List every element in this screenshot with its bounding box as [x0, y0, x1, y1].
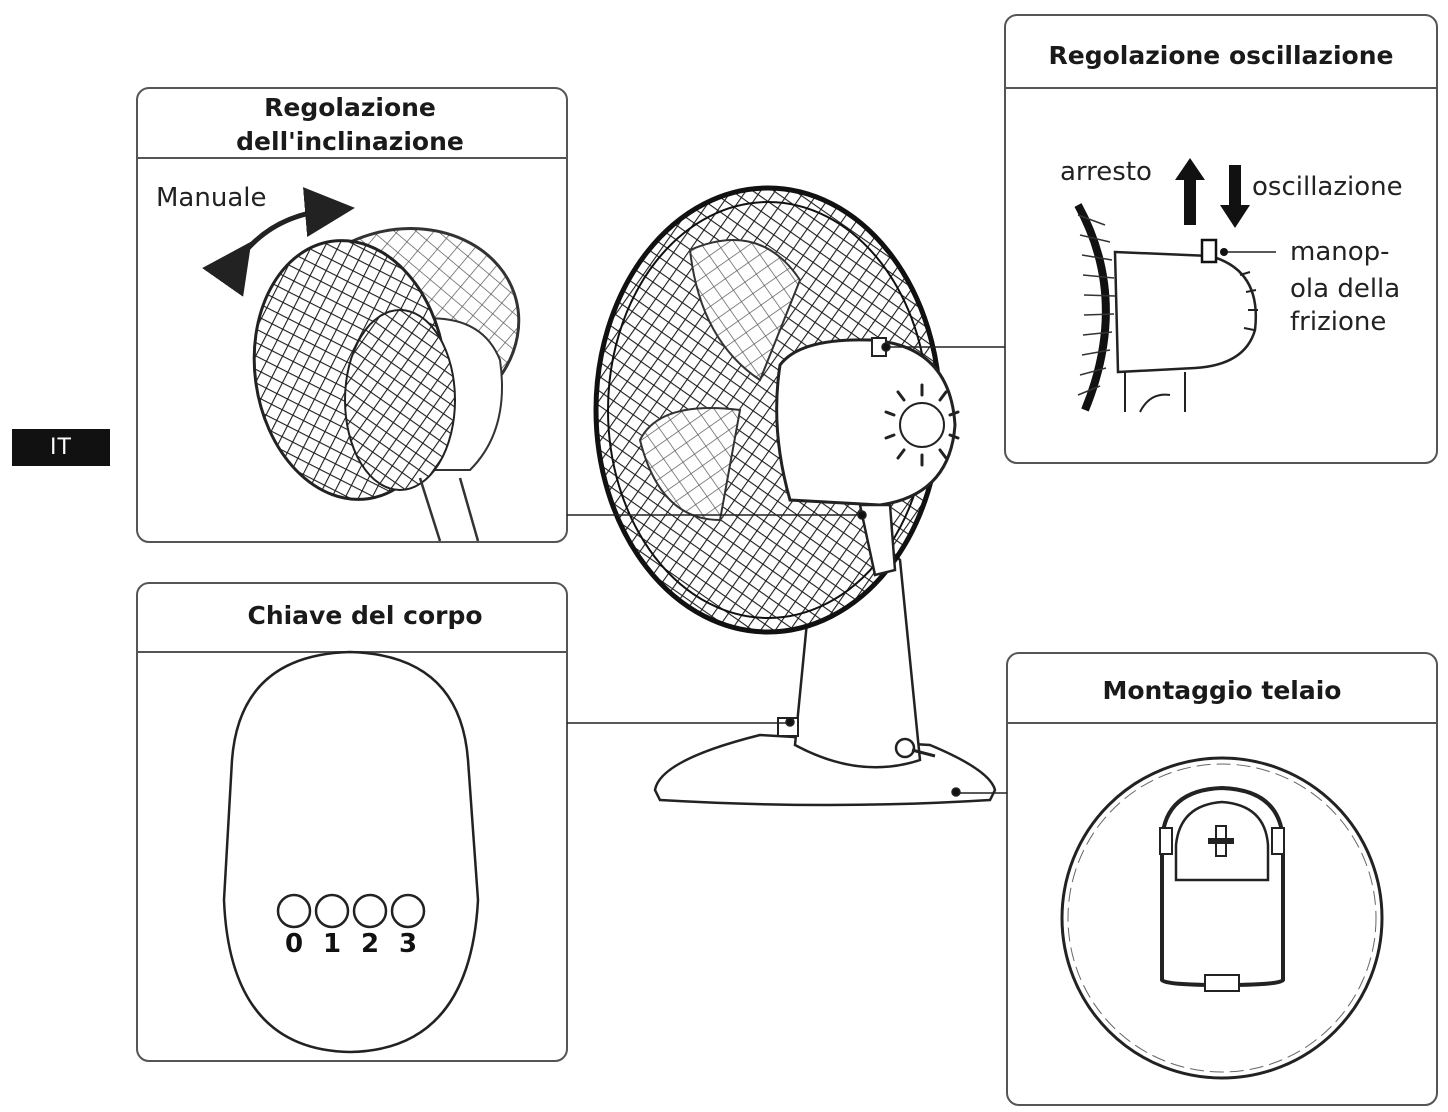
tilt-panel: Regolazione dell'inclinazione Manuale: [136, 87, 568, 543]
tilt-title-line1: Regolazione: [264, 93, 436, 122]
knob-label-line2: ola della: [1290, 274, 1400, 304]
oscillate-label: oscillazione: [1252, 172, 1403, 202]
speed-label-3: 3: [399, 929, 417, 959]
knob-label-line3: frizione: [1290, 307, 1386, 337]
speed-label-2: 2: [361, 929, 379, 959]
tilt-title-line2: dell'inclinazione: [236, 127, 464, 156]
stop-label: arresto: [1060, 157, 1152, 187]
speed-label-1: 1: [323, 929, 341, 959]
knob-label-line1: manop-: [1290, 237, 1390, 267]
language-tab: IT: [12, 429, 110, 466]
speed-button-3[interactable]: [390, 893, 426, 929]
speed-label-0: 0: [285, 929, 303, 959]
arrow-down-icon: [1220, 165, 1250, 228]
oscillation-title: Regolazione oscillazione: [1049, 41, 1394, 70]
arrow-up-icon: [1175, 158, 1205, 225]
speed-button-2[interactable]: [352, 893, 388, 929]
oscillation-panel: Regolazione oscillazione arresto oscilla…: [1004, 14, 1438, 464]
curved-double-arrow-icon: [202, 187, 355, 297]
body-key-title: Chiave del corpo: [247, 601, 482, 630]
frame-panel: Montaggio telaio: [1006, 652, 1438, 1106]
manual-label: Manuale: [156, 183, 266, 213]
friction-knob-icon: [1200, 238, 1218, 264]
frame-title: Montaggio telaio: [1102, 676, 1341, 705]
leader-lines: [567, 342, 1007, 797]
speed-button-1[interactable]: [314, 893, 350, 929]
fan-illustration: [593, 185, 997, 807]
body-key-panel: Chiave del corpo 0 1 2 3: [136, 582, 568, 1062]
speed-button-0[interactable]: [276, 893, 312, 929]
base-outline: [222, 650, 480, 1054]
